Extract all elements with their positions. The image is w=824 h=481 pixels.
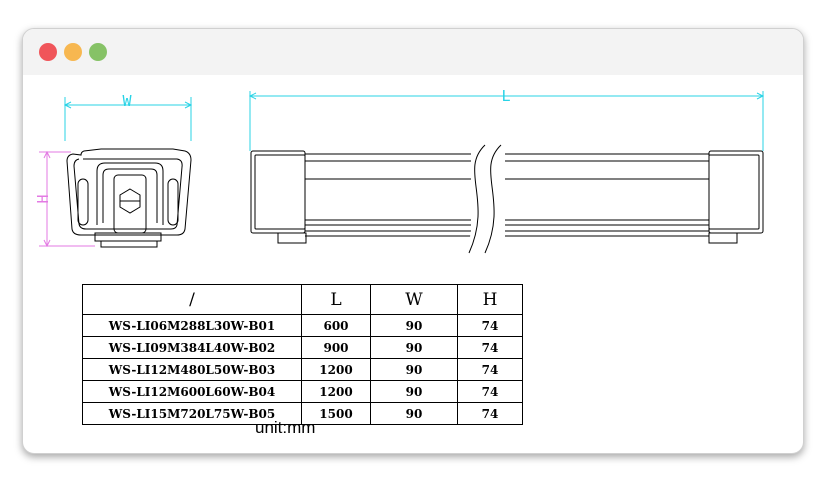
cell-width: 90: [370, 358, 458, 381]
cell-length: 1200: [301, 380, 371, 403]
cell-model: WS-LI12M480L50W-B03: [82, 358, 302, 381]
title-bar: [23, 29, 803, 75]
width-dimension: [63, 97, 193, 141]
cell-width: 90: [370, 336, 458, 359]
cell-model: WS-LI06M288L30W-B01: [82, 314, 302, 337]
app-window: W H: [22, 28, 804, 454]
table-row: WS-LI15M720L75W-B05 1500 90 74: [82, 402, 523, 425]
header-height: H: [457, 284, 523, 315]
cell-width: 90: [370, 402, 458, 425]
table-row: WS-LI09M384L40W-B02 900 90 74: [82, 336, 523, 359]
unit-label: unit:mm: [255, 418, 316, 437]
cell-height: 74: [457, 402, 523, 425]
cell-height: 74: [457, 358, 523, 381]
cell-model: WS-LI12M600L60W-B04: [82, 380, 302, 403]
end-view-drawing: W H: [34, 92, 193, 248]
cell-model: WS-LI09M384L40W-B02: [82, 336, 302, 359]
table-header-row: / L W H: [82, 284, 523, 315]
length-dimension: [248, 91, 765, 151]
cell-length: 600: [301, 314, 371, 337]
table-row: WS-LI06M288L30W-B01 600 90 74: [82, 314, 523, 337]
width-label: W: [122, 92, 132, 110]
close-window-button[interactable]: [39, 43, 57, 61]
cell-length: 900: [301, 336, 371, 359]
header-model: /: [82, 284, 302, 315]
cell-length: 1500: [301, 402, 371, 425]
cell-height: 74: [457, 380, 523, 403]
cell-model: WS-LI15M720L75W-B05: [82, 402, 302, 425]
length-label: L: [501, 87, 510, 105]
cell-width: 90: [370, 314, 458, 337]
table-row: WS-LI12M480L50W-B03 1200 90 74: [82, 358, 523, 381]
minimize-window-button[interactable]: [64, 43, 82, 61]
side-view-drawing: L: [248, 87, 765, 255]
dimension-table: / L W H WS-LI06M288L30W-B01 600 90 74 WS…: [82, 284, 523, 425]
header-length: L: [301, 284, 371, 315]
cell-width: 90: [370, 380, 458, 403]
table-row: WS-LI12M600L60W-B04 1200 90 74: [82, 380, 523, 403]
height-label: H: [34, 194, 52, 203]
maximize-window-button[interactable]: [89, 43, 107, 61]
height-dimension: [39, 150, 95, 248]
cell-height: 74: [457, 336, 523, 359]
technical-drawing: W H: [34, 87, 765, 255]
header-width: W: [370, 284, 458, 315]
cell-length: 1200: [301, 358, 371, 381]
content-area: W H: [23, 75, 803, 453]
cell-height: 74: [457, 314, 523, 337]
